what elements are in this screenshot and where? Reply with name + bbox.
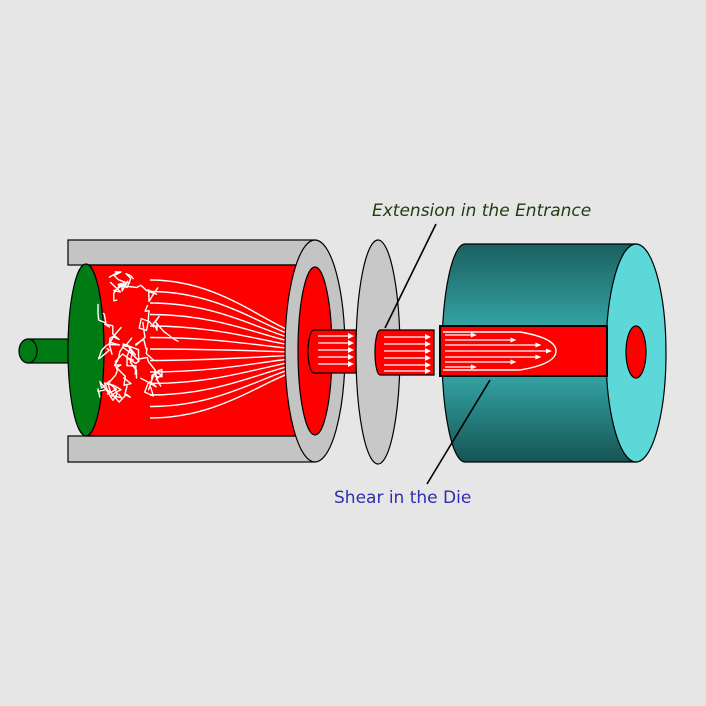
extension-arrows-1 [318, 333, 354, 367]
polymer-chain [152, 315, 179, 342]
extension-arrow-head [425, 348, 431, 354]
shear-label: Shear in the Die [334, 488, 472, 508]
polymer-chain [97, 303, 107, 324]
polymer-chain [109, 280, 129, 293]
shear-arrows [445, 332, 552, 370]
polymer-chain [104, 323, 122, 345]
extension-arrow-head [348, 340, 354, 346]
polymer-chain [97, 385, 131, 403]
die [439, 243, 667, 463]
shear-arrow-head [535, 354, 542, 360]
extension-arrow-head [425, 368, 431, 374]
shear-arrow-head [510, 337, 517, 343]
die-opening [625, 325, 647, 379]
shear-arrow-head [470, 364, 477, 370]
shear-arrow-head [535, 342, 542, 348]
entrance-stream-1-body [307, 329, 358, 374]
polymer-chain [150, 368, 163, 382]
polymer-chain [113, 272, 134, 302]
polymer-chain [113, 344, 131, 367]
extension-arrow-head [348, 333, 354, 339]
polymer-chain [104, 382, 123, 399]
shear-arrow-head [510, 359, 517, 365]
extension-arrow-head [348, 347, 354, 353]
polymer-chain [106, 364, 132, 386]
entangled-polymer-chains [97, 271, 179, 403]
polymer-chain [97, 342, 121, 360]
die-channel [439, 325, 608, 377]
shear-velocity-profile [443, 331, 557, 371]
polymer-chain [140, 377, 157, 397]
extension-arrow-head [348, 354, 354, 360]
extension-arrow-head [425, 355, 431, 361]
entrance-stream-2-body [374, 329, 435, 376]
shear-arrow-head [470, 332, 477, 338]
extension-arrow-head [425, 341, 431, 347]
polymer-chain [122, 343, 137, 375]
extension-label: Extension in the Entrance [372, 201, 592, 221]
shear-leader-line [426, 379, 491, 485]
extension-arrows-2 [384, 334, 431, 374]
polymer-chain [138, 304, 154, 332]
extension-leader-line [384, 223, 437, 329]
polymer-chain [126, 353, 140, 379]
barrel-melt [69, 264, 316, 437]
polymer-chain [135, 321, 155, 361]
polymer-chain [108, 271, 131, 284]
shear-arrow-head [546, 348, 552, 354]
extension-arrow-head [348, 361, 354, 367]
barrel [67, 239, 316, 463]
plunger-face [67, 263, 105, 437]
entrance-stream-2 [374, 329, 435, 376]
entrance-stream-1 [307, 329, 358, 374]
extension-arrow-head [425, 334, 431, 340]
plunger [18, 263, 105, 437]
extension-arrow-head [425, 362, 431, 368]
barrel-bottom-wall [67, 435, 316, 463]
plunger-rod-end [18, 338, 38, 364]
barrel-top-wall [67, 239, 316, 266]
